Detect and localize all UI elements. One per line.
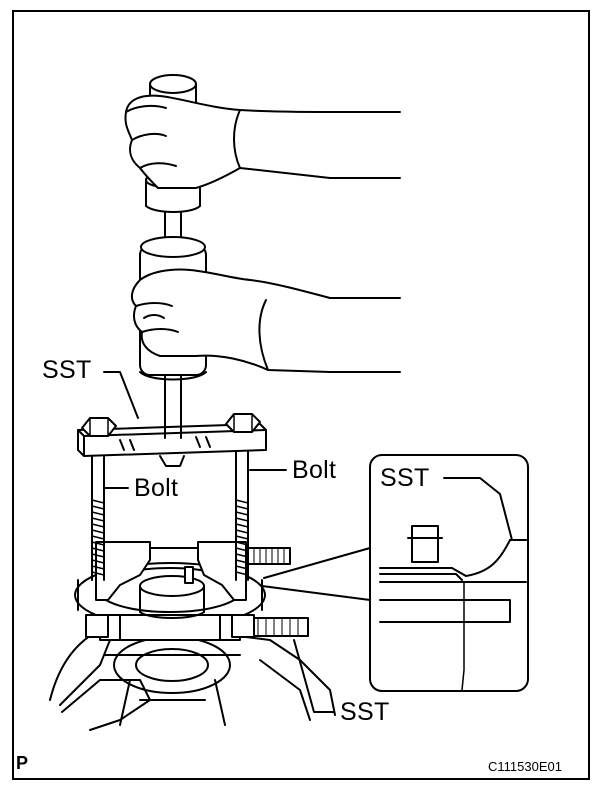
- bolt-left-label: Bolt: [134, 474, 179, 502]
- inset-callout-bottom: [261, 585, 371, 601]
- split-collar: [85, 541, 255, 641]
- hub-cylinder: [139, 566, 205, 619]
- inset-callout-top: [263, 547, 371, 579]
- crossbar-plate: [77, 413, 267, 467]
- lower-hand: [130, 268, 401, 373]
- long-bolts: [91, 451, 249, 581]
- lower-side-bolts: [247, 547, 309, 637]
- leader-lines: [103, 371, 371, 713]
- sst-top-leader: [103, 371, 139, 419]
- inset-detail: [369, 454, 529, 692]
- knuckle-housing: [49, 629, 336, 731]
- sst-inset-label: SST: [380, 464, 430, 492]
- corner-letter: P: [16, 753, 29, 773]
- figure-code: C111530E01: [488, 759, 562, 774]
- sst-bottom-leader: [293, 639, 335, 713]
- sst-bottom-label: SST: [340, 698, 390, 726]
- upper-hand: [124, 94, 401, 189]
- sst-top-label: SST: [42, 356, 92, 384]
- bolt-right-label: Bolt: [292, 456, 337, 484]
